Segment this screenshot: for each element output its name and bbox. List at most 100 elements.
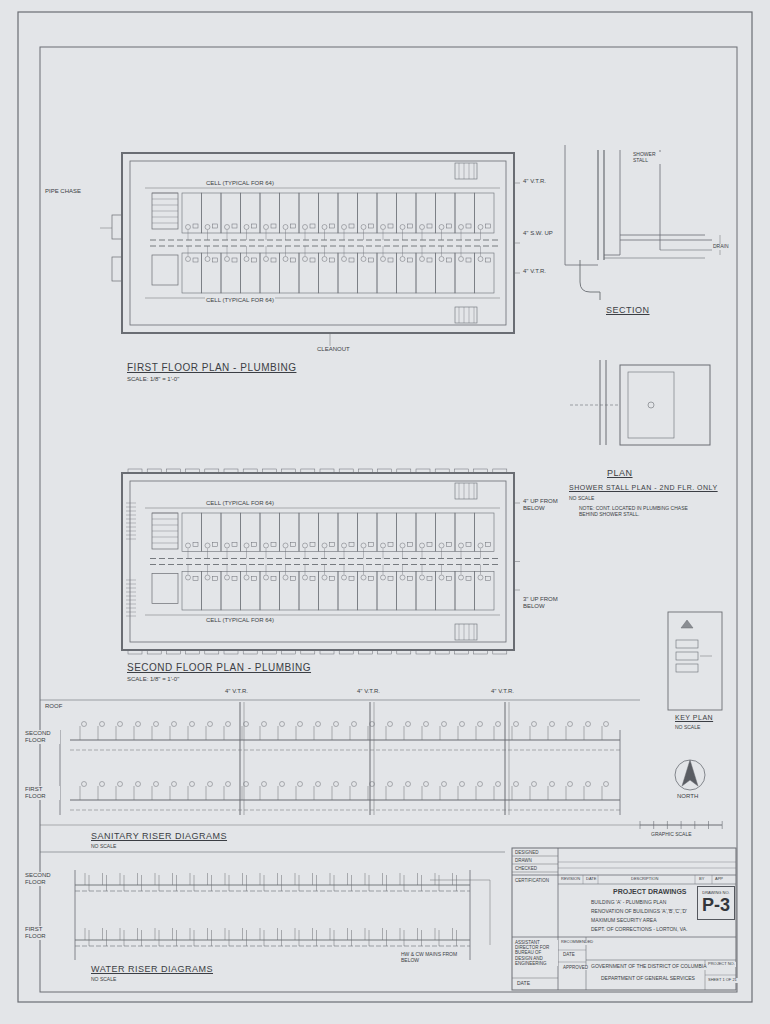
lavatory-symbol xyxy=(213,224,218,228)
window-symbol xyxy=(282,469,296,473)
fixture-symbol xyxy=(352,782,357,787)
cell-outline xyxy=(475,572,495,611)
cell-outline xyxy=(241,513,261,552)
toilet-symbol xyxy=(342,575,347,580)
toilet-symbol xyxy=(244,257,249,262)
lavatory-symbol xyxy=(466,224,471,228)
toilet-symbol xyxy=(478,257,483,262)
drawing-line xyxy=(102,928,103,940)
lavatory-symbol xyxy=(486,543,491,547)
entry-door xyxy=(112,215,122,239)
window-symbol xyxy=(416,469,430,473)
drawing-line xyxy=(75,891,470,892)
lavatory-symbol xyxy=(408,543,413,547)
drawing-line xyxy=(514,243,520,244)
fixture-symbol xyxy=(118,782,123,787)
entry-door xyxy=(112,257,122,281)
window-symbol xyxy=(493,650,507,654)
cell-outline xyxy=(397,572,417,611)
drawing-line xyxy=(365,873,366,885)
drawing-line xyxy=(150,240,500,241)
toilet-symbol xyxy=(342,225,347,230)
drawing-line xyxy=(459,163,460,179)
drawing-line xyxy=(369,875,370,891)
stair-outline xyxy=(455,483,477,499)
window-symbol xyxy=(339,650,353,654)
drawing-line xyxy=(681,821,682,829)
fixture-symbol xyxy=(118,722,123,727)
drawing-line xyxy=(694,821,695,829)
drawing-line xyxy=(474,307,475,323)
drawing-line xyxy=(188,230,189,240)
drawing-line xyxy=(458,786,459,800)
toilet-symbol xyxy=(381,257,386,262)
lavatory-symbol xyxy=(310,224,315,228)
drawing-label: FIRST FLOOR xyxy=(24,786,60,800)
drawing-line xyxy=(159,875,160,891)
toilet-symbol xyxy=(459,543,464,548)
drawing-line xyxy=(126,600,136,601)
lavatory-symbol xyxy=(330,224,335,228)
drawing-line xyxy=(597,150,598,260)
cell-outline xyxy=(455,513,475,552)
fixture-symbol xyxy=(352,722,357,727)
fixture-symbol xyxy=(532,782,537,787)
stair-outline xyxy=(152,193,178,229)
drawing-line xyxy=(344,246,345,256)
cell-outline xyxy=(358,193,378,233)
cell-outline xyxy=(241,193,261,233)
drawing-line xyxy=(474,163,475,179)
drawing-line xyxy=(369,930,370,946)
drawing-line xyxy=(404,786,405,800)
drawing-line xyxy=(514,561,520,562)
cell-outline xyxy=(377,513,397,552)
cell-outline xyxy=(182,513,202,552)
drawing-line xyxy=(75,870,76,960)
toilet-symbol xyxy=(264,225,269,230)
drawing-label: DATE xyxy=(585,877,597,882)
fixture-symbol xyxy=(100,722,105,727)
drawing-line xyxy=(40,700,640,701)
drawing-line xyxy=(305,565,306,575)
drawing-line xyxy=(126,616,136,617)
drawing-line xyxy=(224,786,225,800)
drawing-line xyxy=(530,726,531,740)
drawing-line xyxy=(285,246,286,256)
toilet-symbol xyxy=(420,225,425,230)
cell-outline xyxy=(280,513,300,552)
window-symbol xyxy=(147,469,161,473)
cell-outline xyxy=(455,193,475,233)
cell-outline xyxy=(377,193,397,233)
window-symbol xyxy=(320,650,334,654)
fixture-symbol xyxy=(280,782,285,787)
fixture-symbol xyxy=(262,722,267,727)
toilet-symbol xyxy=(361,543,366,548)
drawing-line xyxy=(225,873,226,885)
drawing-line xyxy=(207,246,208,256)
drawing-line xyxy=(296,786,297,800)
drawing-line xyxy=(207,230,208,240)
drawing-line xyxy=(137,928,138,940)
lavatory-symbol xyxy=(252,577,257,581)
drawing-line xyxy=(583,875,584,884)
drawing-line xyxy=(604,255,620,256)
drawing-line xyxy=(603,150,604,260)
drawing-line xyxy=(75,946,470,947)
fixture-symbol xyxy=(406,722,411,727)
fixture-symbol xyxy=(496,782,501,787)
drawing-line xyxy=(126,539,136,540)
window-symbol xyxy=(454,469,468,473)
drawing-line xyxy=(266,230,267,240)
window-symbol xyxy=(474,469,488,473)
drawing-line xyxy=(134,726,135,740)
drawing-line xyxy=(324,565,325,575)
drawing-line xyxy=(586,960,736,961)
drawing-line xyxy=(281,875,282,891)
drawing-label: SHOWER STALL xyxy=(632,152,664,164)
drawing-line xyxy=(266,246,267,256)
toilet-symbol xyxy=(478,225,483,230)
drawing-line xyxy=(126,608,136,609)
cell-outline xyxy=(475,253,495,293)
drawing-line xyxy=(188,549,189,559)
drawing-line xyxy=(116,786,117,800)
